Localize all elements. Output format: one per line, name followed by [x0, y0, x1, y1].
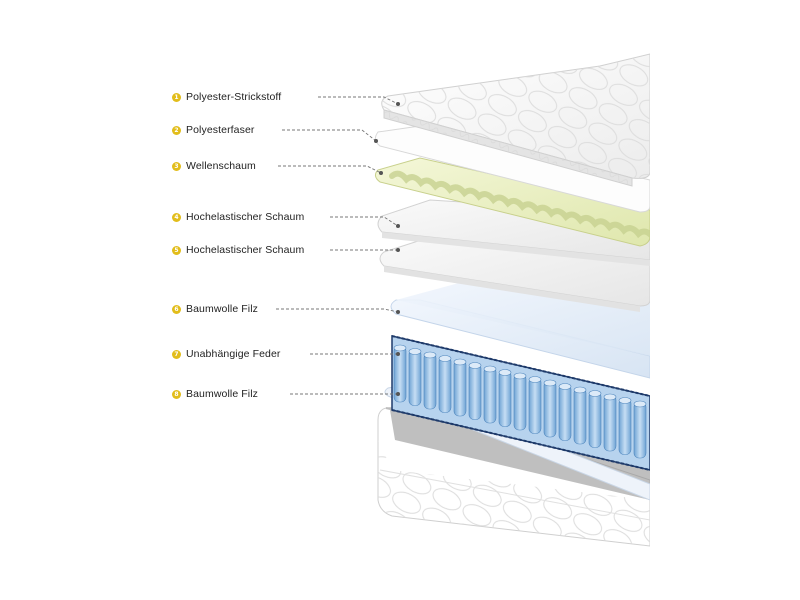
pocket-spring [528, 377, 542, 434]
pocket-spring-top [573, 386, 587, 394]
layer-2-polyester-fiber [374, 125, 650, 213]
leader-dot-7 [396, 352, 400, 356]
pocket-spring-top [618, 397, 632, 404]
pocket-spring [408, 349, 422, 406]
callout-label: Polyester-Strickstoff [186, 91, 282, 103]
callout-label: Hochelastischer Schaum [186, 244, 305, 256]
layer-7-spring-unit [391, 335, 650, 471]
callout-6: 6 Baumwolle Filz [172, 302, 258, 316]
pocket-spring-top [483, 365, 497, 373]
leader-lines [276, 96, 400, 396]
layer-1-polyester-knit-fabric [381, 53, 650, 187]
pocket-spring-top [453, 358, 467, 366]
pocket-spring-top [588, 390, 602, 397]
callout-label: Hochelastischer Schaum [186, 211, 305, 223]
pocket-spring [498, 370, 512, 427]
pocket-spring [468, 363, 482, 420]
leader-line-1 [318, 96, 399, 105]
callout-number-badge: 6 [172, 304, 181, 314]
callout-number-badge: 7 [172, 349, 181, 359]
callout-3: 3 Wellenschaum [172, 159, 256, 173]
callout-label: Polyesterfaser [186, 124, 255, 136]
callout-4: 4 Hochelastischer Schaum [172, 210, 304, 224]
leader-dot-1 [396, 102, 400, 106]
leader-dot-2 [374, 139, 378, 143]
pocket-spring-top [498, 369, 512, 376]
callout-7: 7 Unabhängige Feder [172, 347, 281, 361]
pocket-spring-top [543, 379, 557, 387]
pocket-spring-top [423, 351, 437, 359]
leader-line-2 [282, 129, 377, 142]
callout-number-badge: 8 [172, 389, 181, 399]
pocket-spring-top [408, 348, 422, 355]
leader-dot-3 [379, 171, 383, 175]
pocket-spring-top [393, 344, 407, 352]
pocket-spring-top [468, 362, 482, 369]
leader-line-6 [276, 308, 399, 313]
leader-line-4 [330, 216, 399, 227]
leader-dot-4 [396, 224, 400, 228]
callout-5: 5 Hochelastischer Schaum [172, 243, 304, 257]
layer-6-cotton-felt [390, 299, 650, 379]
callout-label: Baumwolle Filz [186, 303, 259, 315]
pocket-spring [633, 401, 647, 459]
leader-line-3 [278, 165, 382, 174]
leader-dot-5 [396, 248, 400, 252]
callout-1: 1 Polyester-Strickstoff [172, 90, 281, 104]
leader-dot-8 [396, 392, 400, 396]
pocket-spring [618, 398, 632, 455]
callout-label: Baumwolle Filz [186, 388, 259, 400]
pocket-spring-top [528, 376, 542, 383]
pocket-spring [453, 359, 467, 417]
callout-label: Unabhängige Feder [186, 348, 281, 360]
layer-3-wave-foam [374, 157, 650, 247]
pocket-spring [573, 387, 587, 445]
callout-number-badge: 2 [172, 125, 181, 135]
callout-number-badge: 1 [172, 92, 181, 102]
pocket-spring [558, 384, 572, 441]
pocket-spring-top [558, 383, 572, 390]
pocket-spring [603, 394, 617, 452]
callout-number-badge: 3 [172, 161, 181, 171]
pocket-spring [588, 391, 602, 448]
callout-8: 8 Baumwolle Filz [172, 387, 258, 401]
pocket-spring-top [633, 400, 647, 408]
callout-number-badge: 4 [172, 212, 181, 222]
callout-number-badge: 5 [172, 245, 181, 255]
leader-dot-6 [396, 310, 400, 314]
pocket-spring-top [513, 372, 527, 380]
pocket-spring [423, 352, 437, 410]
callout-2: 2 Polyesterfaser [172, 123, 255, 137]
pocket-spring-top [603, 393, 617, 401]
callout-label: Wellenschaum [186, 160, 256, 172]
pocket-spring [543, 380, 557, 438]
pocket-spring [438, 356, 452, 413]
pocket-spring [513, 373, 527, 431]
pocket-spring-top [438, 355, 452, 362]
pocket-spring [483, 366, 497, 424]
